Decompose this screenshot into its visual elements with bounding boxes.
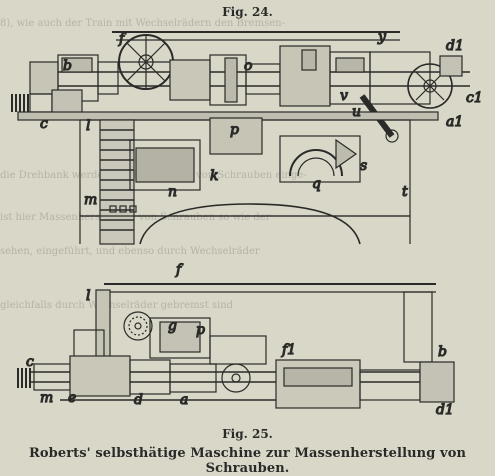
label-c1: c1 — [466, 90, 483, 106]
figure-caption: Roberts' selbsthätige Maschine zur Masse… — [28, 446, 467, 476]
label-d: d — [134, 392, 143, 408]
label-f-25: f — [175, 262, 184, 278]
label-m-25: m — [40, 390, 53, 406]
bleed-line: gleichfalls durch Wechselräder gebremst … — [0, 300, 234, 311]
figure-25-title: Fig. 25. — [222, 427, 273, 441]
label-a: a — [180, 392, 188, 408]
label-l-25: l — [86, 288, 90, 304]
label-b: b — [63, 58, 72, 74]
label-p-25: p — [196, 322, 205, 338]
label-t: t — [402, 184, 408, 200]
bleed-line: ist hier Massenherstellung von Schrauben… — [0, 212, 271, 223]
label-u: u — [352, 104, 361, 120]
label-b-25: b — [438, 344, 447, 360]
bleed-line: sehen, eingeführt, und ebenso durch Wech… — [0, 246, 260, 257]
label-q: q — [312, 176, 321, 192]
label-c-25: c — [26, 354, 34, 370]
bleed-line: 8), wie auch der Train mit Wechselrädern… — [0, 18, 285, 29]
label-y: y — [377, 29, 387, 45]
label-d1-25: d1 — [436, 402, 454, 418]
label-a1: a1 — [446, 114, 463, 130]
label-e: e — [68, 390, 76, 406]
label-p: p — [230, 122, 239, 138]
label-v: v — [340, 88, 348, 104]
label-f1: f1 — [281, 342, 296, 358]
label-d1: d1 — [446, 38, 464, 54]
label-n: n — [168, 184, 177, 200]
label-k: k — [210, 168, 218, 184]
label-m: m — [84, 192, 97, 208]
figure-24-drawing: f y d1 b o v c1 c u a1 l p q s m n k t — [11, 28, 483, 245]
label-f: f — [118, 31, 127, 47]
label-o: o — [244, 58, 252, 74]
label-s: s — [360, 158, 367, 174]
label-c: c — [40, 116, 48, 132]
figure-24-title: Fig. 24. — [222, 5, 273, 19]
label-l: l — [86, 118, 90, 134]
label-g: g — [168, 318, 177, 334]
figure-25-drawing: f l g p f1 b c m e d a d1 — [17, 261, 455, 419]
